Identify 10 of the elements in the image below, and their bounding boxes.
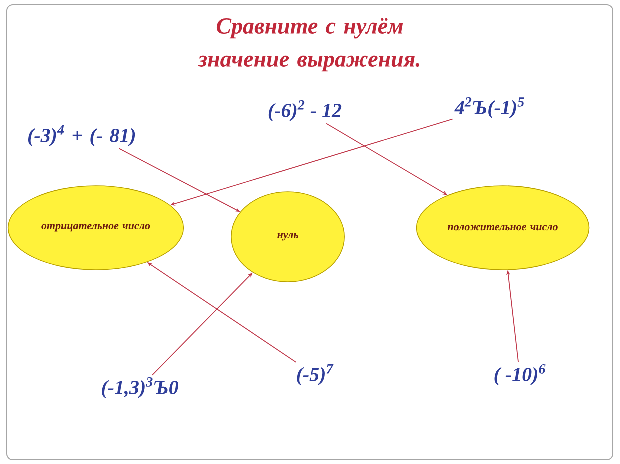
title: Сравните с нулём значение выражения. <box>198 18 420 72</box>
expression: 4$^{2}$Ъ(-1)$^{5}$ <box>454 97 524 119</box>
ellipse-node: нуль <box>231 192 345 282</box>
expression: ( -10)$^{6}$ <box>494 364 546 386</box>
expression: (-5)$^{7}$ <box>297 364 334 386</box>
expression: (-6)$^{2}$ - 12 <box>268 100 342 122</box>
ellipse-node: положительное число <box>416 186 590 270</box>
ellipse-node: отрицательное число <box>8 186 184 270</box>
expression: (-1,3)$^{3}$Ъ0 <box>102 377 178 399</box>
expression: (-3)$^{4}$ + (- 81) <box>28 126 136 146</box>
